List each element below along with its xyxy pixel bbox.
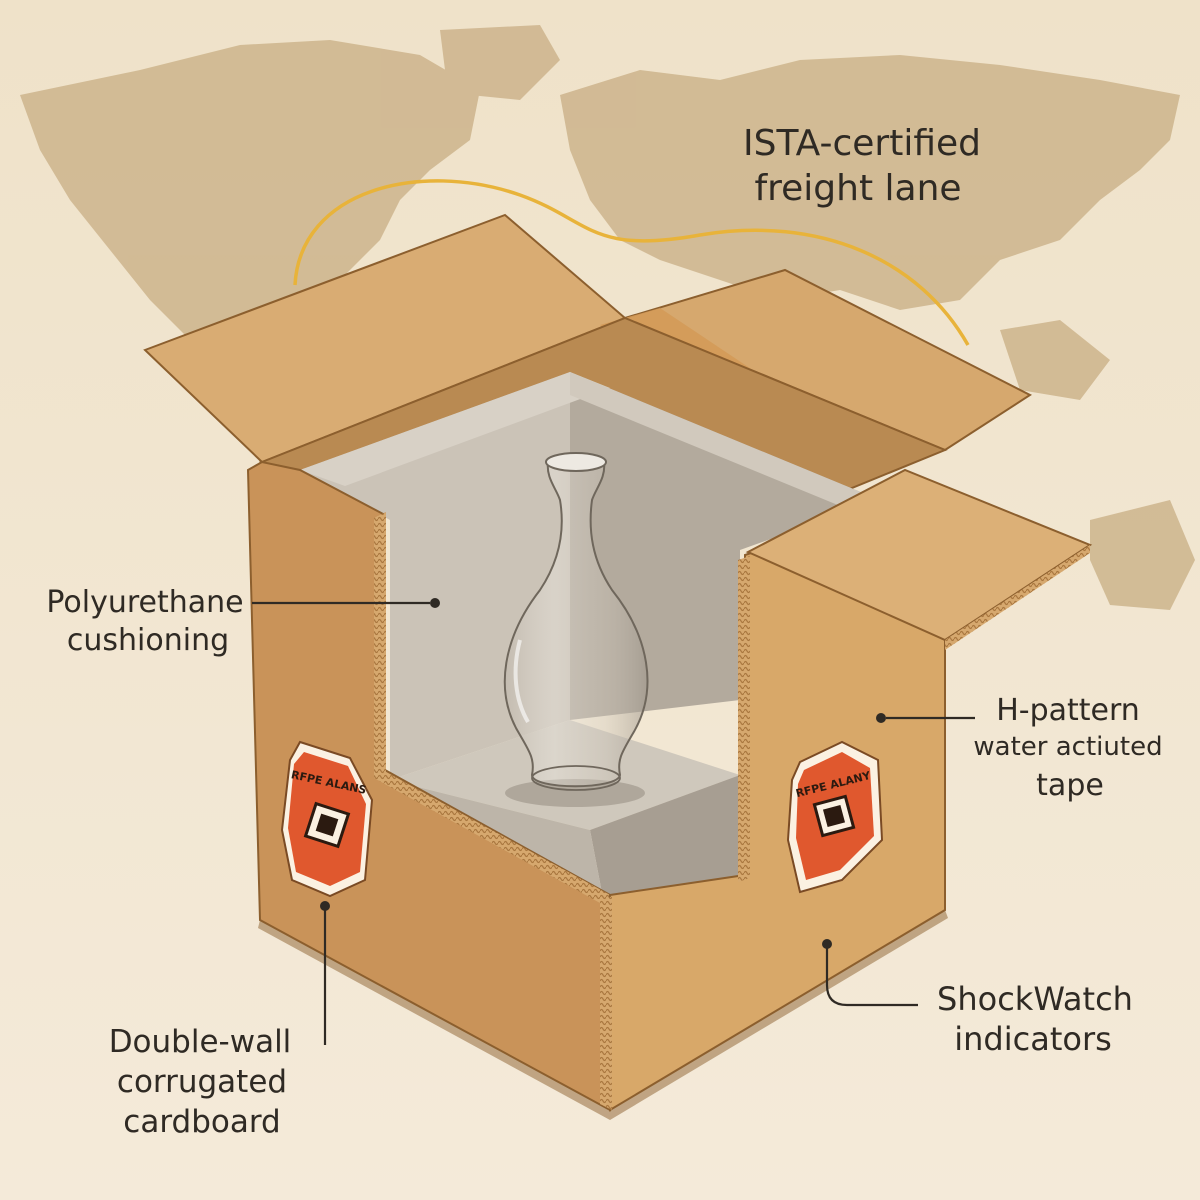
map-eurasia [560,55,1180,310]
glass-vase [503,452,649,807]
vase-body [503,461,649,788]
indicators-line-2: indicators [954,1020,1112,1058]
map-australia [1090,500,1195,610]
freight-lane-line-2: freight lane [754,168,961,209]
cardboard-line-1: Double-wall [109,1024,292,1060]
freight-lane-route [293,179,970,346]
indicators-leader [825,948,918,1007]
callout-cushioning: Polyurethane cushioning [46,585,440,658]
callout-freight-lane: ISTA-certified freight lane [743,123,981,209]
map-north-america [20,40,480,360]
map-southeast-asia [1000,320,1110,400]
cushioning-line-2: cushioning [67,623,229,658]
sticker-right-indicator-core [822,804,846,828]
cushioning-leader-dot [430,598,440,608]
tape-line-1: H-pattern [996,693,1140,728]
vase-base [531,765,621,791]
cushioning-line-1: Polyurethane [46,585,243,620]
indicators-leader-dot [822,939,832,949]
tape-line-2: water actiuted [973,732,1162,762]
foam-right-wall [570,372,880,720]
tape-leader-dot [876,713,886,723]
foam-top-edge [300,372,610,486]
cardboard-line-2: corrugated [117,1064,287,1100]
tape-line-3: tape [1036,768,1104,803]
vase-rim [545,452,607,472]
callout-cardboard: Double-wall corrugated cardboard [109,901,330,1140]
cardboard-edge-left [374,512,386,778]
map-greenland [440,25,560,100]
cardboard-edge-bottom [374,772,612,903]
callout-tape: H-pattern water actiuted tape [876,693,1163,803]
cardboard-edge-right [738,556,750,882]
sticker-left-indicator-core [315,813,339,837]
cardboard-leader-dot [320,901,330,911]
shipping-box: RFPE ALANS RFPE ALANY [143,213,1093,1120]
cardboard-edge-front [600,896,612,1110]
indicators-line-1: ShockWatch [937,980,1133,1018]
cardboard-line-3: cardboard [123,1104,280,1140]
shockwatch-sticker-left: RFPE ALANS [280,740,374,898]
foam-top-edge-right [570,372,880,510]
freight-lane-line-1: ISTA-certified [743,123,981,164]
flap-front-right-edge [945,545,1090,650]
shockwatch-sticker-right: RFPE ALANY [786,740,884,894]
vase-highlight [513,639,530,724]
callout-indicators: ShockWatch indicators [822,939,1133,1058]
